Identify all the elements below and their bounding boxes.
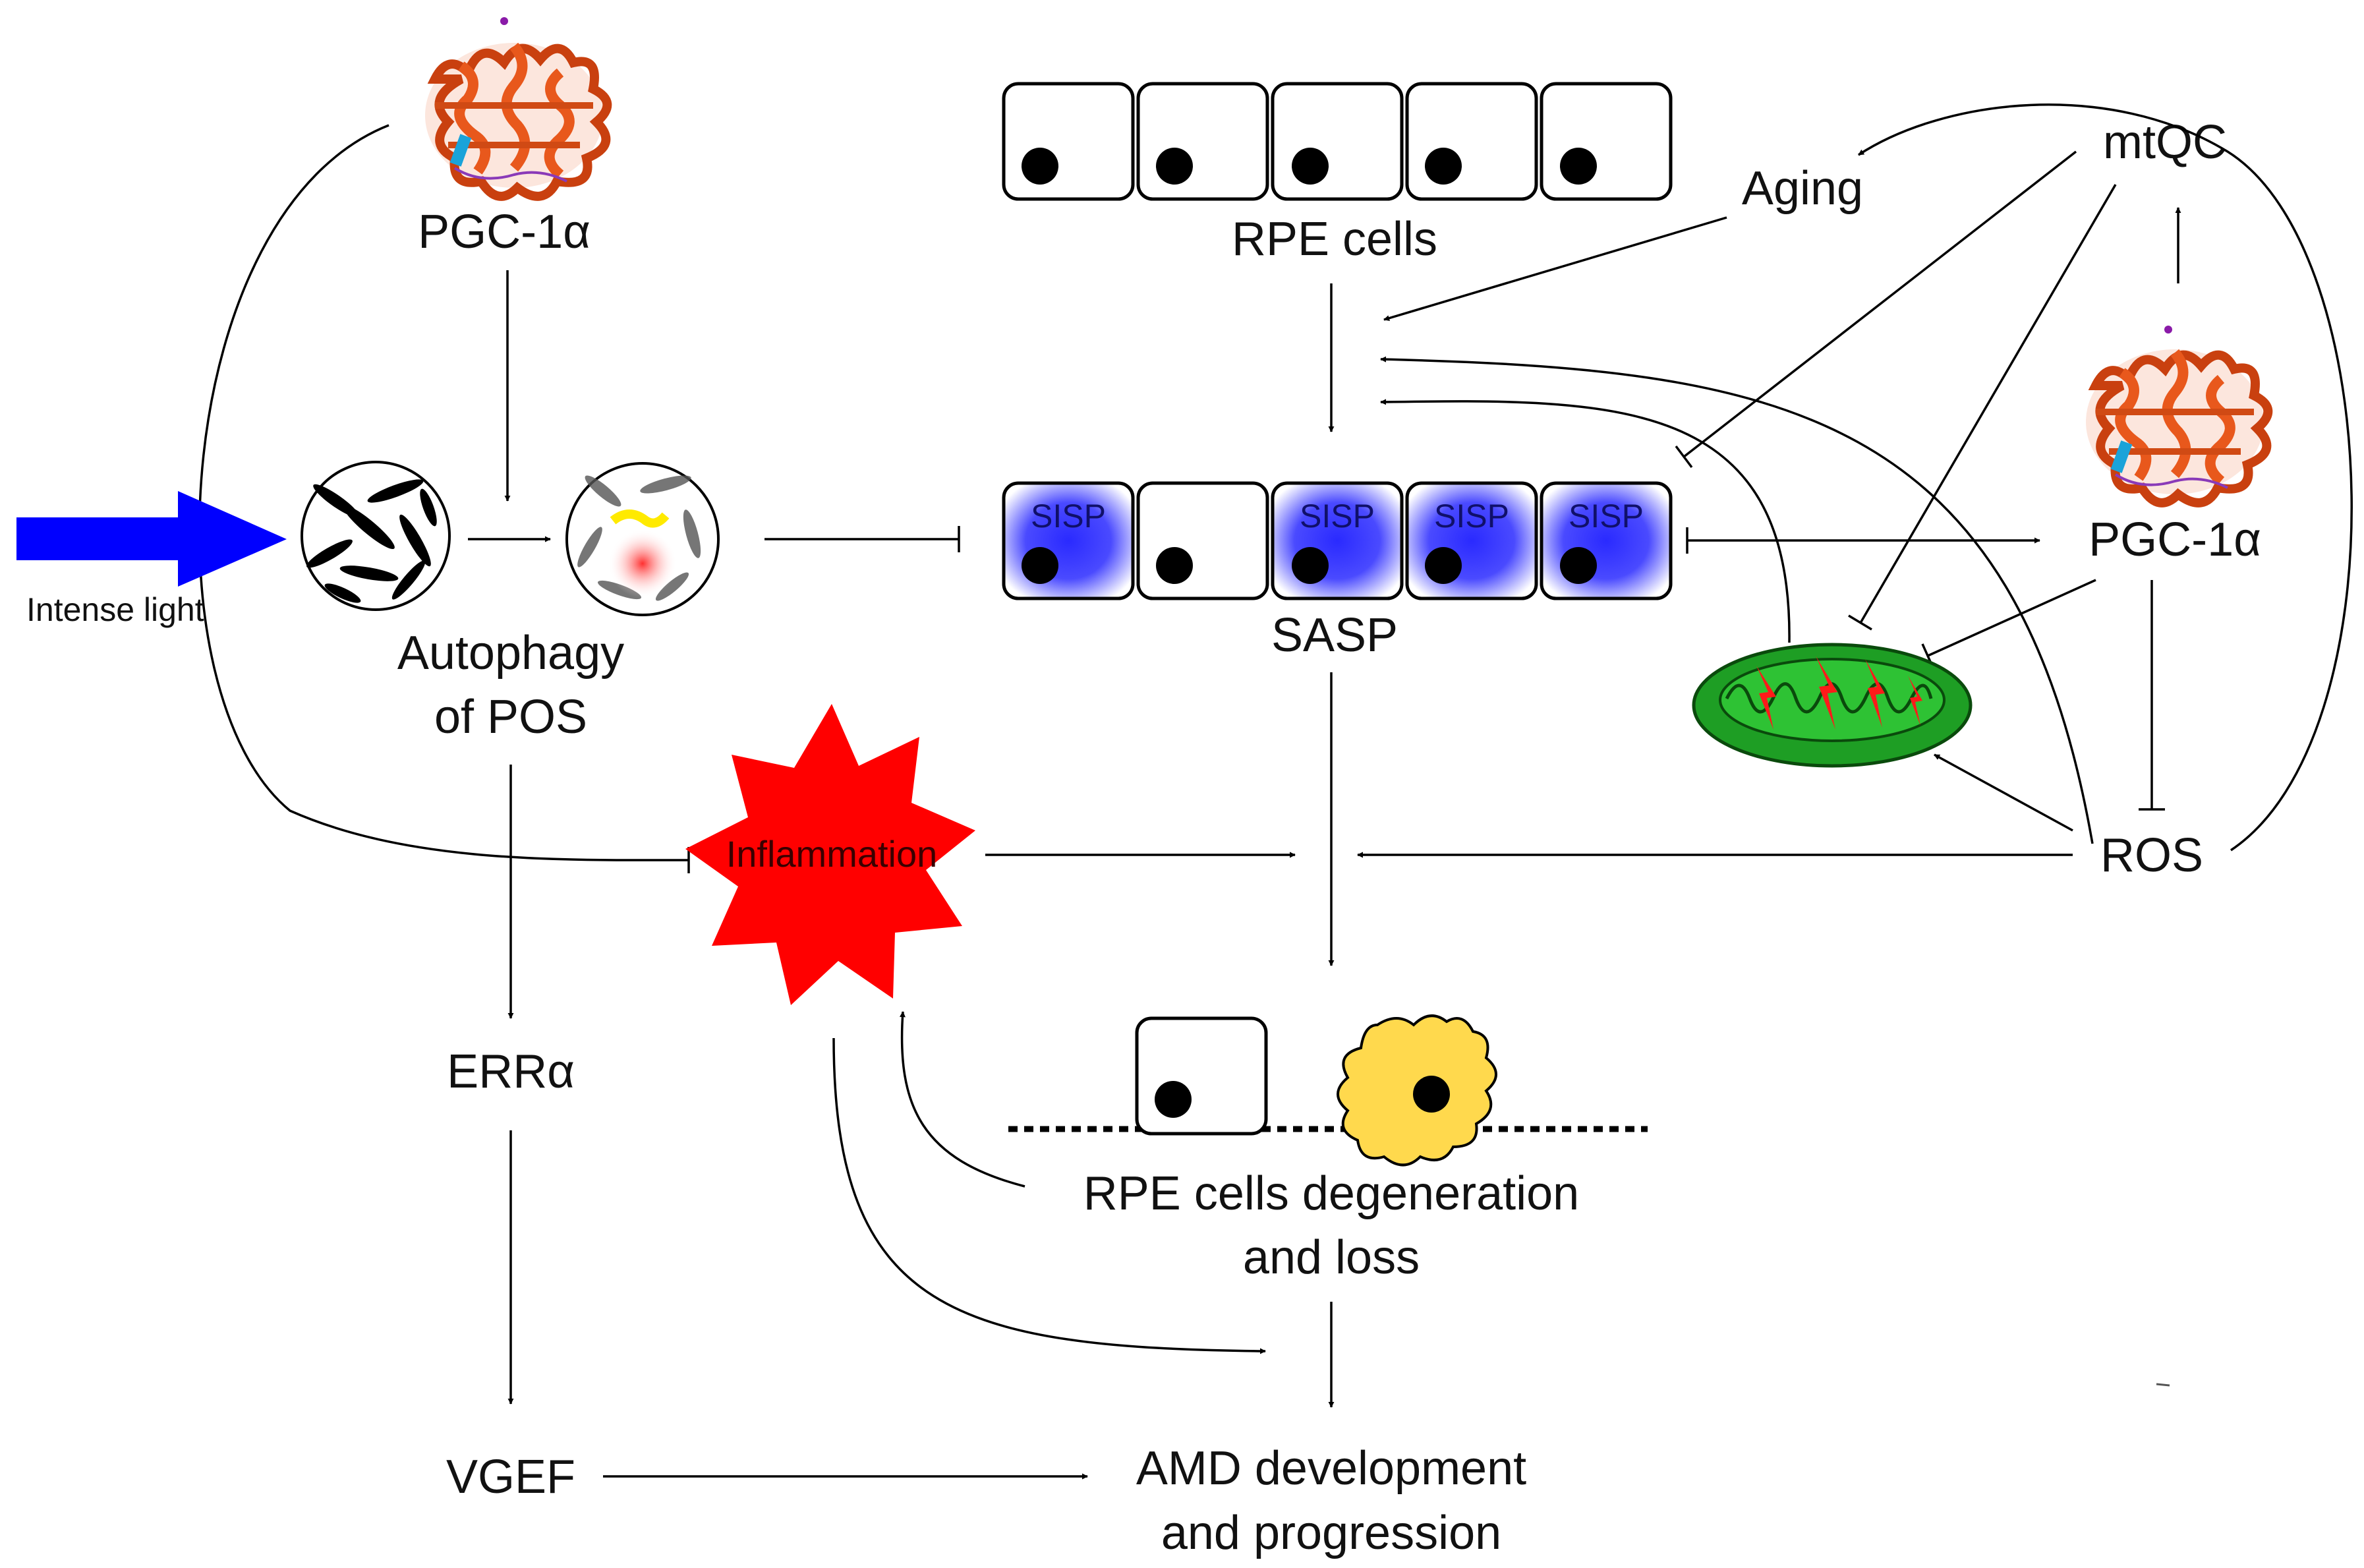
inhibit-mtqc-to-sasp [1683, 150, 2077, 458]
mitochondrion-icon [1692, 643, 1973, 768]
arrow-inflammation-to-amd [832, 1037, 1266, 1354]
photoreceptor-outer-segments [301, 461, 451, 611]
rpe-cells-label: RPE cells [1232, 213, 1437, 266]
pgc-left-label: PGC-1α [418, 206, 591, 258]
autophagosome [565, 462, 720, 616]
autophagy-label-line2: of POS [434, 691, 587, 743]
arrow-ros-to-sasp-curve [1380, 356, 2094, 844]
amd-label-line2: and progression [1161, 1507, 1501, 1559]
erra-label: ERRα [447, 1045, 575, 1098]
inflammation-label: Inflammation [726, 833, 938, 875]
sisp-label: SISP [1031, 498, 1106, 535]
sisp-label: SISP [1569, 498, 1644, 535]
sisp-label: SISP [1434, 498, 1509, 535]
remaining-rpe-cell [1135, 1016, 1268, 1136]
inhibit-pgc-to-inflammation [198, 124, 689, 861]
degeneration-label-line2: and loss [1243, 1231, 1420, 1284]
vgef-label: VGEF [446, 1451, 575, 1503]
mtqc-label: mtQC [2103, 116, 2227, 169]
protein-ribbon-icon [425, 17, 612, 201]
arrow-mito-to-sasp [1380, 399, 1791, 643]
intense-light-arrow [16, 491, 287, 587]
sasp-cells-row [1002, 481, 1673, 600]
arrow-degeneration-to-inflammation [899, 1011, 1025, 1188]
protein-ribbon-icon [2086, 326, 2273, 508]
aging-label: Aging [1742, 162, 1863, 215]
inhibit-mtqc-to-mito [1859, 184, 2117, 624]
sasp-label: SASP [1271, 609, 1398, 662]
autophagy-label-line1: Autophagy [397, 627, 624, 680]
pgc-right-label: PGC-1α [2089, 513, 2261, 566]
inhibit-pgc-to-mito [1927, 579, 2096, 657]
arrow-ros-to-aging [1858, 103, 2353, 852]
sisp-label: SISP [1300, 498, 1375, 535]
arrow-ros-to-mito [1934, 753, 2073, 832]
amd-label-line1: AMD development [1136, 1442, 1526, 1495]
inflammation-star [685, 704, 975, 1005]
ros-label: ROS [2100, 829, 2203, 882]
arrow-aging-to-sasp [1383, 216, 1727, 321]
intense-light-label: Intense light [26, 591, 204, 628]
degeneration-label-line1: RPE cells degeneration [1083, 1167, 1579, 1220]
